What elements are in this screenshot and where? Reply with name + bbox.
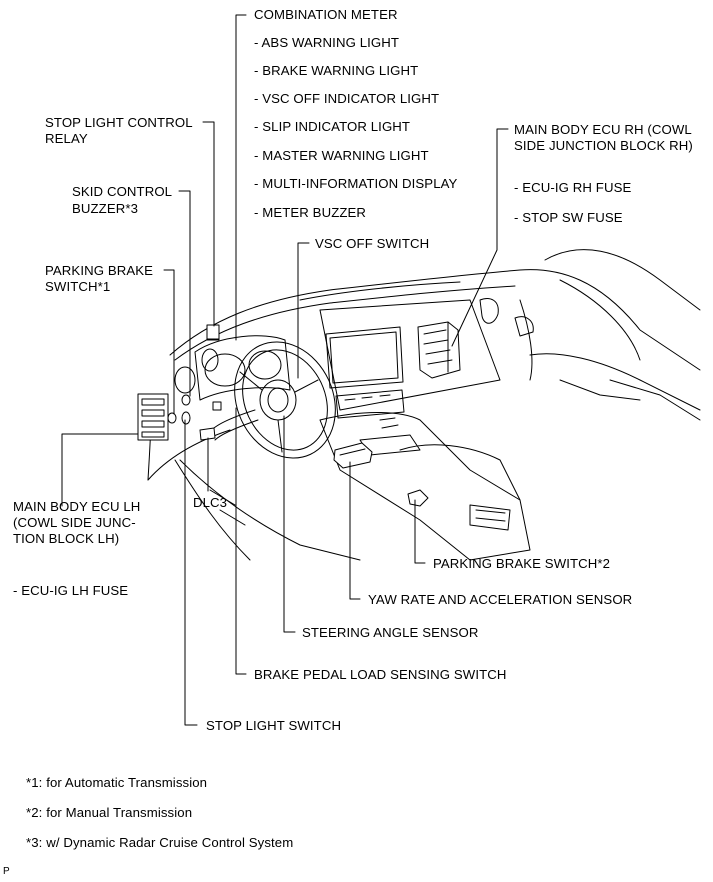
ecu-rh-box <box>417 321 461 379</box>
footnote-1: *1: for Automatic Transmission <box>26 775 208 790</box>
label-steering-angle-sensor: STEERING ANGLE SENSOR <box>302 625 479 640</box>
label-meter-buzzer: - METER BUZZER <box>254 205 367 220</box>
label-parking-brake-switch1-line1: PARKING BRAKE <box>45 263 154 278</box>
label-stop-light-switch: STOP LIGHT SWITCH <box>206 718 342 733</box>
label-ecu-ig-lh-fuse: - ECU-IG LH FUSE <box>13 583 129 598</box>
label-stop-light-control-relay-line2: RELAY <box>45 131 88 146</box>
label-main-body-ecu-rh-line2: SIDE JUNCTION BLOCK RH) <box>514 138 693 153</box>
label-brake-warning-light: - BRAKE WARNING LIGHT <box>254 63 419 78</box>
center-console <box>319 412 531 561</box>
label-main-body-ecu-lh-line3: TION BLOCK LH) <box>13 531 120 546</box>
center-display <box>325 326 405 419</box>
label-multi-information-display: - MULTI-INFORMATION DISPLAY <box>254 176 458 191</box>
label-stop-light-control-relay-line1: STOP LIGHT CONTROL <box>45 115 193 130</box>
label-stop-sw-fuse: - STOP SW FUSE <box>514 210 623 225</box>
label-main-body-ecu-lh-line2: (COWL SIDE JUNC- <box>13 515 136 530</box>
label-abs-warning-light: - ABS WARNING LIGHT <box>254 35 400 50</box>
parking-switch-block <box>407 489 429 507</box>
label-combination-meter: COMBINATION METER <box>254 7 398 22</box>
label-vsc-off-indicator-light: - VSC OFF INDICATOR LIGHT <box>254 91 440 106</box>
footnote-3: *3: w/ Dynamic Radar Cruise Control Syst… <box>26 835 294 850</box>
steering-wheel <box>234 341 336 459</box>
footnote-2: *2: for Manual Transmission <box>26 805 193 820</box>
label-main-body-ecu-rh-line1: MAIN BODY ECU RH (COWL <box>514 122 692 137</box>
label-brake-pedal-load-sensing-switch: BRAKE PEDAL LOAD SENSING SWITCH <box>254 667 507 682</box>
leader-lines <box>61 14 509 726</box>
label-master-warning-light: - MASTER WARNING LIGHT <box>254 148 429 163</box>
footwell <box>179 459 361 561</box>
figure-code: P <box>3 866 10 877</box>
pedal-switches <box>167 394 222 425</box>
dlc3-connector <box>199 427 216 441</box>
label-yaw-rate-sensor: YAW RATE AND ACCELERATION SENSOR <box>368 592 633 607</box>
yaw-sensor-block <box>333 442 373 469</box>
dashboard-outline <box>147 249 701 561</box>
air-vents <box>174 298 534 394</box>
label-dlc3: DLC3 <box>193 495 228 510</box>
label-parking-brake-switch2: PARKING BRAKE SWITCH*2 <box>433 556 611 571</box>
label-ecu-ig-rh-fuse: - ECU-IG RH FUSE <box>514 180 632 195</box>
label-vsc-off-switch: VSC OFF SWITCH <box>315 236 430 251</box>
label-skid-control-buzzer-line1: SKID CONTROL <box>72 184 173 199</box>
label-slip-indicator-light: - SLIP INDICATOR LIGHT <box>254 119 411 134</box>
label-skid-control-buzzer-line2: BUZZER*3 <box>72 201 139 216</box>
label-parking-brake-switch1-line2: SWITCH*1 <box>45 279 111 294</box>
relay-block <box>206 324 220 340</box>
label-main-body-ecu-lh-line1: MAIN BODY ECU LH <box>13 499 141 514</box>
ecu-lh-box <box>137 393 169 441</box>
